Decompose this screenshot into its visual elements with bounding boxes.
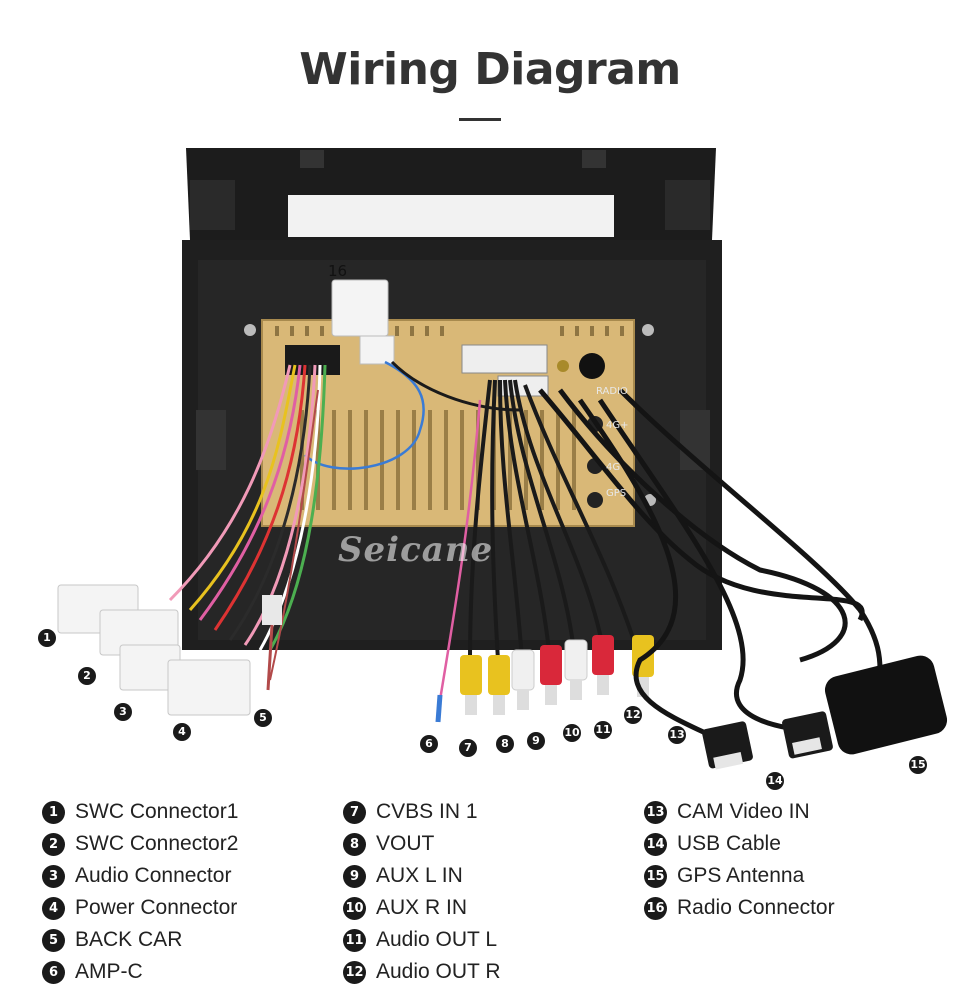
legend-item: 13 CAM Video IN xyxy=(644,796,835,828)
legend-item: 6 AMP-C xyxy=(42,956,238,988)
legend-number: 15 xyxy=(644,864,667,888)
legend-label: VOUT xyxy=(376,832,435,855)
legend-label: Power Connector xyxy=(75,896,238,919)
legend-number: 5 xyxy=(42,928,65,952)
legend-item: 9 AUX L IN xyxy=(343,860,501,892)
legend-number: 4 xyxy=(42,896,65,920)
legend-item: 1 SWC Connector1 xyxy=(42,796,238,828)
legend-number: 11 xyxy=(343,928,366,952)
callout-4: 4 xyxy=(173,723,191,741)
legend-label: AUX L IN xyxy=(376,864,463,887)
callout-13: 13 xyxy=(668,726,686,744)
title-underline xyxy=(459,118,501,121)
head-unit-illustration xyxy=(57,148,948,770)
callout-5: 5 xyxy=(254,709,272,727)
legend-item: 12 Audio OUT R xyxy=(343,956,501,988)
legend: 1 SWC Connector1 2 SWC Connector2 3 Audio C… xyxy=(0,796,980,996)
legend-label: SWC Connector2 xyxy=(75,832,239,855)
callout-11: 11 xyxy=(594,721,612,739)
legend-item: 16 Radio Connector xyxy=(644,892,835,924)
callout-12: 12 xyxy=(624,706,642,724)
legend-number: 10 xyxy=(343,896,366,920)
legend-item: 2 SWC Connector2 xyxy=(42,828,238,860)
legend-item: 11 Audio OUT L xyxy=(343,924,501,956)
panel-label-4g-plus: 4G+ xyxy=(606,420,629,431)
callout-6: 6 xyxy=(420,735,438,753)
legend-item: 10 AUX R IN xyxy=(343,892,501,924)
gps-antenna-puck xyxy=(824,655,948,755)
legend-number: 2 xyxy=(42,832,65,856)
wiring-diagram: Seicane RADIO 4G+ 4G GPS 16 1 2 3 4 5 6 … xyxy=(0,140,980,790)
legend-item: 8 VOUT xyxy=(343,828,501,860)
rca-cables xyxy=(468,379,642,661)
callout-16: 16 xyxy=(328,262,348,280)
callout-15: 15 xyxy=(909,756,927,774)
legend-number: 8 xyxy=(343,832,366,856)
radio-connector-16 xyxy=(331,279,389,337)
legend-number: 3 xyxy=(42,864,65,888)
callout-9: 9 xyxy=(527,732,545,750)
legend-label: Audio OUT R xyxy=(376,960,501,983)
callout-14: 14 xyxy=(766,772,784,790)
legend-item: 7 CVBS IN 1 xyxy=(343,796,501,828)
legend-label: CAM Video IN xyxy=(677,800,810,823)
legend-label: Audio Connector xyxy=(75,864,232,887)
frame-slot xyxy=(288,195,614,237)
legend-label: Audio OUT L xyxy=(376,928,498,951)
legend-number: 6 xyxy=(42,960,65,984)
panel-label-gps: GPS xyxy=(606,488,627,499)
callout-8: 8 xyxy=(496,735,514,753)
legend-column-2: 7 CVBS IN 1 8 VOUT 9 AUX L IN 10 AUX R IN 11… xyxy=(343,796,501,988)
usb-gps-cables xyxy=(538,388,883,743)
legend-number: 16 xyxy=(644,896,667,920)
legend-number: 7 xyxy=(343,800,366,824)
legend-label: Radio Connector xyxy=(677,896,835,919)
brand-watermark: Seicane xyxy=(338,530,494,570)
legend-number: 9 xyxy=(343,864,366,888)
legend-label: GPS Antenna xyxy=(677,864,805,887)
callout-3: 3 xyxy=(114,703,132,721)
legend-column-3: 13 CAM Video IN 14 USB Cable 15 GPS Antenna… xyxy=(644,796,835,924)
usb-plugs xyxy=(702,711,833,770)
rca-plugs xyxy=(460,635,654,715)
panel-label-radio: RADIO xyxy=(596,386,628,397)
legend-item: 5 BACK CAR xyxy=(42,924,238,956)
legend-number: 13 xyxy=(644,800,667,824)
legend-number: 12 xyxy=(343,960,366,984)
aux-port-block xyxy=(461,344,548,374)
legend-label: SWC Connector1 xyxy=(75,800,239,823)
legend-item: 3 Audio Connector xyxy=(42,860,238,892)
swc-connectors xyxy=(57,584,251,716)
callout-2: 2 xyxy=(78,667,96,685)
page-title: Wiring Diagram xyxy=(299,44,681,95)
legend-label: AMP-C xyxy=(75,960,143,983)
legend-label: CVBS IN 1 xyxy=(376,800,478,823)
callout-1: 1 xyxy=(38,629,56,647)
left-harness-wires xyxy=(168,364,327,681)
legend-item: 15 GPS Antenna xyxy=(644,860,835,892)
legend-column-1: 1 SWC Connector1 2 SWC Connector2 3 Audio C… xyxy=(42,796,238,988)
legend-number: 1 xyxy=(42,800,65,824)
legend-number: 14 xyxy=(644,832,667,856)
panel-label-4g: 4G xyxy=(606,462,621,473)
radio-antenna-port xyxy=(579,353,605,379)
callout-7: 7 xyxy=(459,739,477,757)
legend-item: 14 USB Cable xyxy=(644,828,835,860)
legend-label: BACK CAR xyxy=(75,928,183,951)
legend-item: 4 Power Connector xyxy=(42,892,238,924)
callout-10: 10 xyxy=(563,724,581,742)
legend-label: USB Cable xyxy=(677,832,781,855)
legend-label: AUX R IN xyxy=(376,896,468,919)
